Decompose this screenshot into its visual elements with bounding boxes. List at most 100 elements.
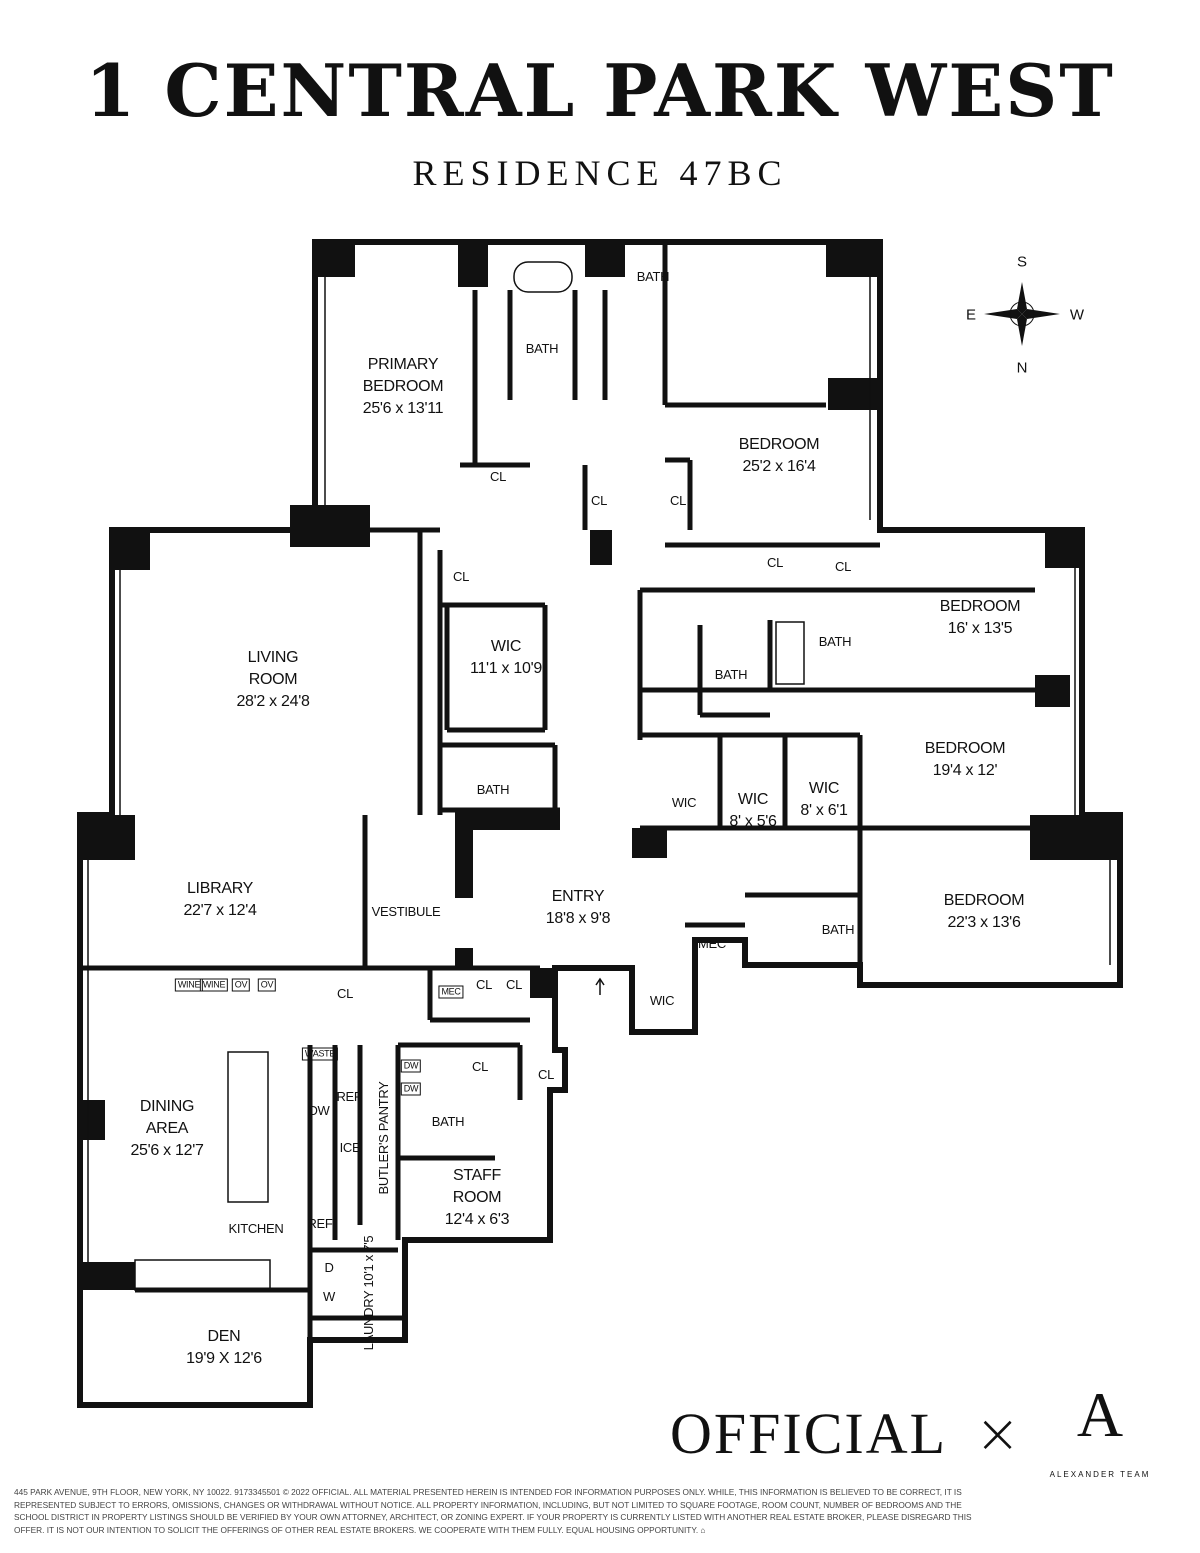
- interior-walls: [80, 242, 1035, 1340]
- fixture-label: OV: [231, 978, 251, 992]
- room-label: W: [323, 1286, 335, 1308]
- room-dimensions: 22'3 x 13'6: [947, 914, 1021, 931]
- room-name: STAFF ROOM: [452, 1167, 502, 1206]
- kitchen-island: [227, 1051, 269, 1203]
- fixture-label: WASTE: [301, 1047, 339, 1061]
- room-label: LIVING ROOM 28'2 x 24'8: [228, 647, 318, 713]
- room-name: CL: [336, 986, 354, 1001]
- room-label: D: [324, 1257, 333, 1279]
- room-label: DW: [308, 1100, 329, 1122]
- room-label: CL: [835, 556, 851, 578]
- compass-east: E: [965, 306, 977, 324]
- room-label: BATH: [526, 338, 559, 360]
- room-label: BATH: [715, 664, 748, 686]
- room-label: BATH: [822, 919, 855, 941]
- room-name: ICE: [339, 1140, 361, 1155]
- compass-icon: [984, 282, 1060, 346]
- alexander-team-name: ALEXANDER TEAM: [1049, 1470, 1151, 1479]
- room-label: BATH: [477, 779, 510, 801]
- room-name: LIBRARY: [186, 880, 254, 897]
- room-name: BATH: [525, 341, 559, 356]
- room-dimensions: 19'4 x 12': [932, 762, 998, 779]
- room-label: WIC 8' x 6'1: [800, 778, 848, 822]
- room-name: BATH: [636, 269, 670, 284]
- room-label: KITCHEN: [229, 1218, 284, 1240]
- den-sofa: [134, 1259, 271, 1291]
- entry-arrow: [595, 977, 605, 995]
- room-label: BATH: [432, 1111, 465, 1133]
- room-name: W: [323, 1289, 335, 1304]
- room-name: CL: [489, 469, 507, 484]
- fixture-label: WINE: [199, 978, 229, 992]
- room-dimensions: 25'2 x 16'4: [742, 458, 816, 475]
- room-name: BATH: [818, 634, 852, 649]
- room-label: REF: [307, 1213, 332, 1235]
- room-label: LIBRARY 22'7 x 12'4: [183, 878, 256, 922]
- fixture-label: MEC: [438, 985, 464, 999]
- room-name: LIVING ROOM: [247, 649, 299, 688]
- room-label: BEDROOM 25'2 x 16'4: [739, 434, 820, 478]
- room-name: BEDROOM: [924, 740, 1006, 757]
- room-name: WIC: [737, 791, 769, 808]
- compass-north: N: [1016, 359, 1028, 377]
- room-name: CL: [452, 569, 470, 584]
- room-label: DINING AREA 25'6 x 12'7: [122, 1096, 212, 1162]
- room-label: CL: [453, 566, 469, 588]
- room-name: WIC: [649, 993, 675, 1008]
- room-dimensions: 25'6 x 12'7: [130, 1142, 204, 1159]
- room-name: BATH: [714, 667, 748, 682]
- compass-south: S: [1016, 253, 1028, 271]
- room-label: WIC 11'1 x 10'9: [470, 636, 542, 680]
- room-label: MEC: [698, 933, 726, 955]
- room-label: BATH: [819, 631, 852, 653]
- room-label: ICE: [340, 1137, 361, 1159]
- fixture-label: DW: [400, 1059, 422, 1073]
- room-dimensions: 8' x 6'1: [800, 802, 848, 819]
- room-name: WIC: [490, 638, 522, 655]
- room-name: CL: [505, 977, 523, 992]
- fixture-label: DW: [400, 1082, 422, 1096]
- room-name: BEDROOM: [738, 436, 820, 453]
- room-name: BEDROOM: [943, 892, 1025, 909]
- room-label: CL: [490, 466, 506, 488]
- room-name: WIC: [808, 780, 840, 797]
- room-name: CL: [766, 555, 784, 570]
- room-label: BEDROOM 22'3 x 13'6: [944, 890, 1025, 934]
- room-name: REF: [336, 1089, 362, 1104]
- room-label: PRIMARY BEDROOM 25'6 x 13'11: [358, 354, 448, 420]
- room-label: BEDROOM 19'4 x 12': [925, 738, 1006, 782]
- official-logo: OFFICIAL: [670, 1401, 948, 1466]
- room-name: DINING AREA: [139, 1098, 195, 1137]
- residence-subtitle: RESIDENCE 47BC: [412, 153, 788, 193]
- room-dimensions: 22'7 x 12'4: [183, 902, 257, 919]
- bathtub: [513, 261, 573, 293]
- room-name: PRIMARY BEDROOM: [362, 356, 444, 395]
- footer-disclaimer: 445 PARK AVENUE, 9TH FLOOR, NEW YORK, NY…: [14, 1487, 972, 1535]
- room-label: VESTIBULE: [372, 901, 441, 923]
- compass-west: W: [1069, 306, 1085, 324]
- structural-columns: [80, 242, 1120, 1290]
- room-name: BATH: [476, 782, 510, 797]
- room-label: CL: [767, 552, 783, 574]
- room-label: REF: [336, 1086, 361, 1108]
- room-dimensions: 25'6 x 13'11: [362, 400, 444, 417]
- room-name: CL: [537, 1067, 555, 1082]
- room-name: CL: [669, 493, 687, 508]
- room-name: BATH: [431, 1114, 465, 1129]
- room-dimensions: 28'2 x 24'8: [236, 693, 310, 710]
- room-name: CL: [471, 1059, 489, 1074]
- fixture-label: OV: [257, 978, 277, 992]
- room-name: VESTIBULE: [371, 904, 441, 919]
- room-label: CL: [591, 490, 607, 512]
- room-label: CL: [538, 1064, 554, 1086]
- room-label-vertical: BUTLER'S PANTRY: [376, 1081, 391, 1195]
- room-name: WIC: [671, 795, 697, 810]
- room-dimensions: 11'1 x 10'9: [470, 660, 542, 677]
- room-label-vertical: LAUNDRY 10'1 x 7'5: [361, 1235, 376, 1351]
- room-name: DEN: [207, 1328, 241, 1345]
